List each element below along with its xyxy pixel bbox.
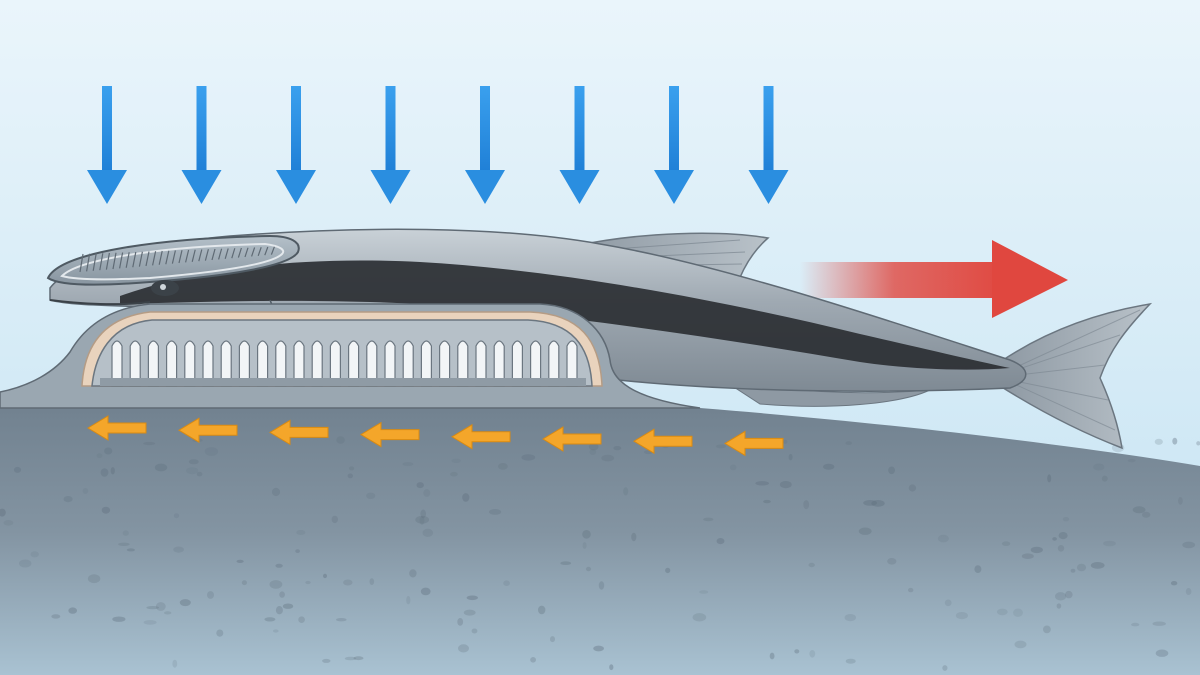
water-flow-arrow: [451, 423, 511, 450]
water-pressure-arrow: [370, 86, 411, 204]
water-flow-arrow: [633, 428, 693, 455]
chamber-lamellae: [100, 340, 586, 387]
water-flow-arrows: [87, 415, 784, 457]
water-pressure-arrow: [181, 86, 222, 204]
host-skin-texture: [0, 436, 1200, 671]
water-pressure-arrow: [654, 86, 694, 204]
water-pressure-arrow: [748, 86, 789, 204]
water-flow-arrow: [724, 430, 784, 457]
water-flow-arrow: [542, 426, 602, 452]
suction-chamber-cutaway: [0, 303, 701, 409]
water-flow-arrow: [178, 417, 238, 444]
water-pressure-arrow: [559, 86, 600, 204]
water-pressure-arrow: [87, 86, 127, 204]
swim-direction-arrow: [800, 240, 1068, 318]
head-disc-lamellae: [79, 246, 275, 273]
fish-mouth: [49, 299, 151, 306]
water-flow-arrow: [87, 415, 147, 441]
water-flow-arrow: [269, 419, 329, 446]
water-flow-arrow: [360, 421, 420, 448]
tail-fin: [999, 302, 1153, 450]
water-pressure-arrow: [465, 86, 505, 204]
water-pressure-arrow: [276, 86, 316, 204]
water-pressure-arrows: [87, 86, 789, 204]
host-skin-surface: [0, 388, 1200, 675]
head-disc-rim: [60, 242, 285, 281]
